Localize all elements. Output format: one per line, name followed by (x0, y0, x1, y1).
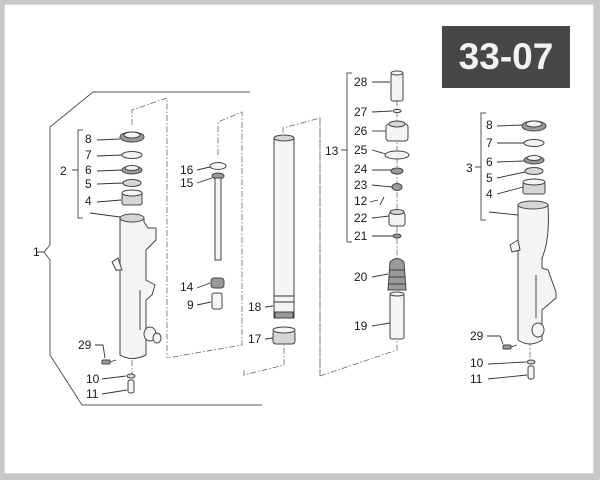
svg-text:16: 16 (180, 163, 194, 177)
svg-text:5: 5 (486, 171, 493, 185)
svg-text:7: 7 (486, 136, 493, 150)
left-base-hardware: 29 10 11 (78, 338, 136, 401)
svg-text:8: 8 (85, 132, 92, 146)
svg-text:12: 12 (354, 194, 368, 208)
axis-line-cartridge-bottom (319, 340, 398, 377)
axis-line-tube-bottom (243, 345, 285, 376)
svg-text:17: 17 (248, 332, 262, 346)
left-seal-stack (119, 131, 145, 206)
svg-text:28: 28 (354, 75, 368, 89)
axis-line-tube (282, 117, 321, 376)
svg-text:29: 29 (470, 329, 484, 343)
svg-text:29: 29 (78, 338, 92, 352)
svg-text:10: 10 (470, 356, 484, 370)
svg-text:19: 19 (354, 319, 368, 333)
callout-1: 1 (33, 245, 40, 259)
cartridge-callouts: 28 27 26 25 24 23 12 22 21 20 19 (354, 75, 393, 333)
group-2-bracket: 2 (60, 129, 83, 219)
svg-text:23: 23 (354, 178, 368, 192)
left-fork-leg (111, 213, 162, 359)
svg-text:6: 6 (85, 163, 92, 177)
svg-text:14: 14 (180, 280, 194, 294)
cartridge-stack (379, 70, 410, 340)
svg-text:4: 4 (486, 187, 493, 201)
right-base-hardware: 29 10 11 (470, 329, 536, 386)
svg-text:27: 27 (354, 105, 368, 119)
svg-text:9: 9 (187, 298, 194, 312)
page-code-badge: 33-07 (442, 26, 570, 88)
right-group3-callouts: 8 7 6 5 4 (486, 118, 526, 216)
stanchion-tube: 18 17 (248, 134, 296, 346)
svg-text:15: 15 (180, 176, 194, 190)
right-fork-leg (509, 200, 557, 345)
svg-text:22: 22 (354, 211, 368, 225)
svg-text:26: 26 (354, 124, 368, 138)
svg-text:25: 25 (354, 143, 368, 157)
svg-text:10: 10 (86, 372, 100, 386)
left-group2-callouts: 8 7 6 5 4 (85, 132, 124, 218)
svg-text:6: 6 (486, 155, 493, 169)
axis-line-rod (166, 111, 243, 359)
damping-rod: 16 15 14 9 (180, 162, 227, 312)
svg-text:4: 4 (85, 194, 92, 208)
right-seal-stack (521, 120, 547, 195)
callout-2: 2 (60, 164, 67, 178)
svg-text:24: 24 (354, 162, 368, 176)
axis-line-left-leg (131, 97, 168, 358)
group-3-bracket: 3 (466, 112, 486, 221)
svg-text:7: 7 (85, 148, 92, 162)
svg-text:20: 20 (354, 270, 368, 284)
svg-text:5: 5 (85, 177, 92, 191)
callout-3: 3 (466, 161, 473, 175)
svg-text:18: 18 (248, 300, 262, 314)
group-1-outline: 1 (33, 91, 262, 406)
svg-text:21: 21 (354, 229, 368, 243)
svg-text:11: 11 (470, 372, 483, 386)
svg-text:11: 11 (86, 387, 99, 401)
group-13-bracket: 13 (325, 72, 352, 243)
callout-13: 13 (325, 144, 339, 158)
svg-text:8: 8 (486, 118, 493, 132)
